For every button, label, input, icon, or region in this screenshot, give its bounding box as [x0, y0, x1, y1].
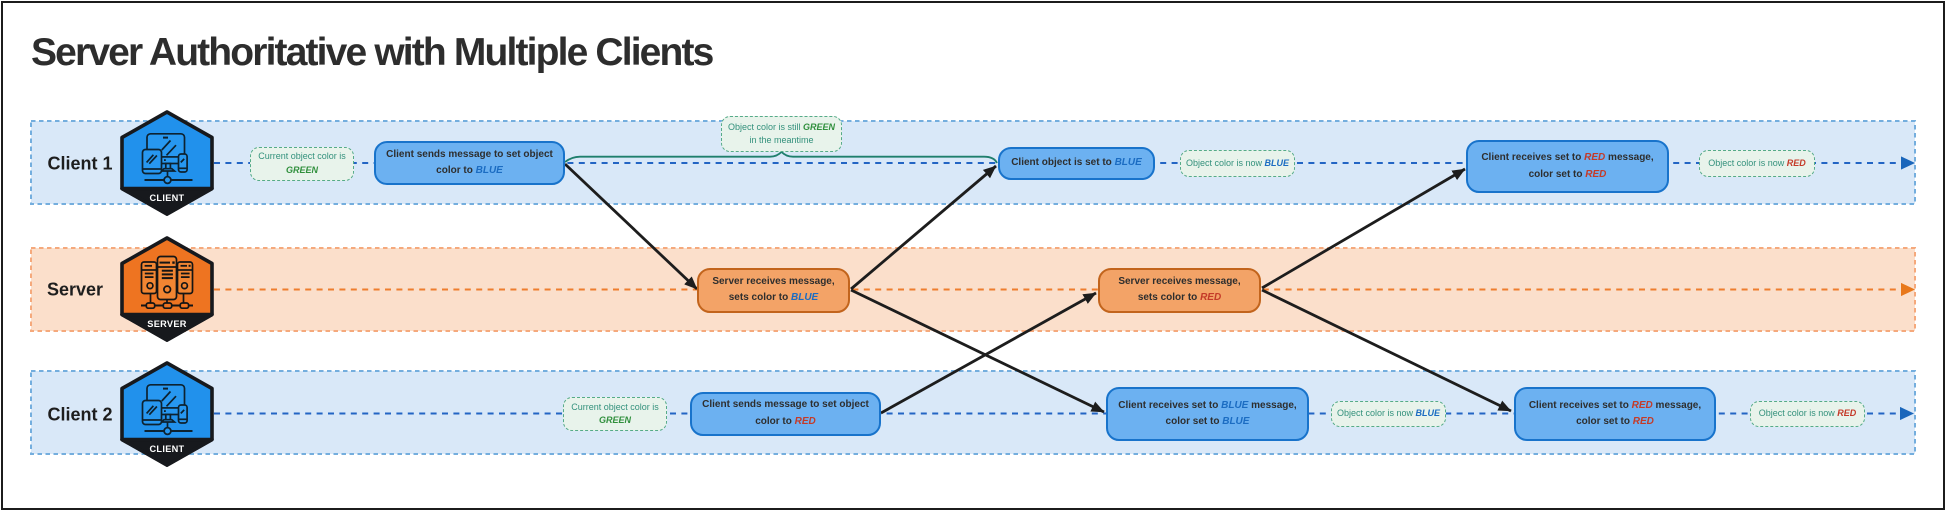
- svg-text:CLIENT: CLIENT: [150, 193, 185, 203]
- svg-text:SERVER: SERVER: [147, 319, 186, 329]
